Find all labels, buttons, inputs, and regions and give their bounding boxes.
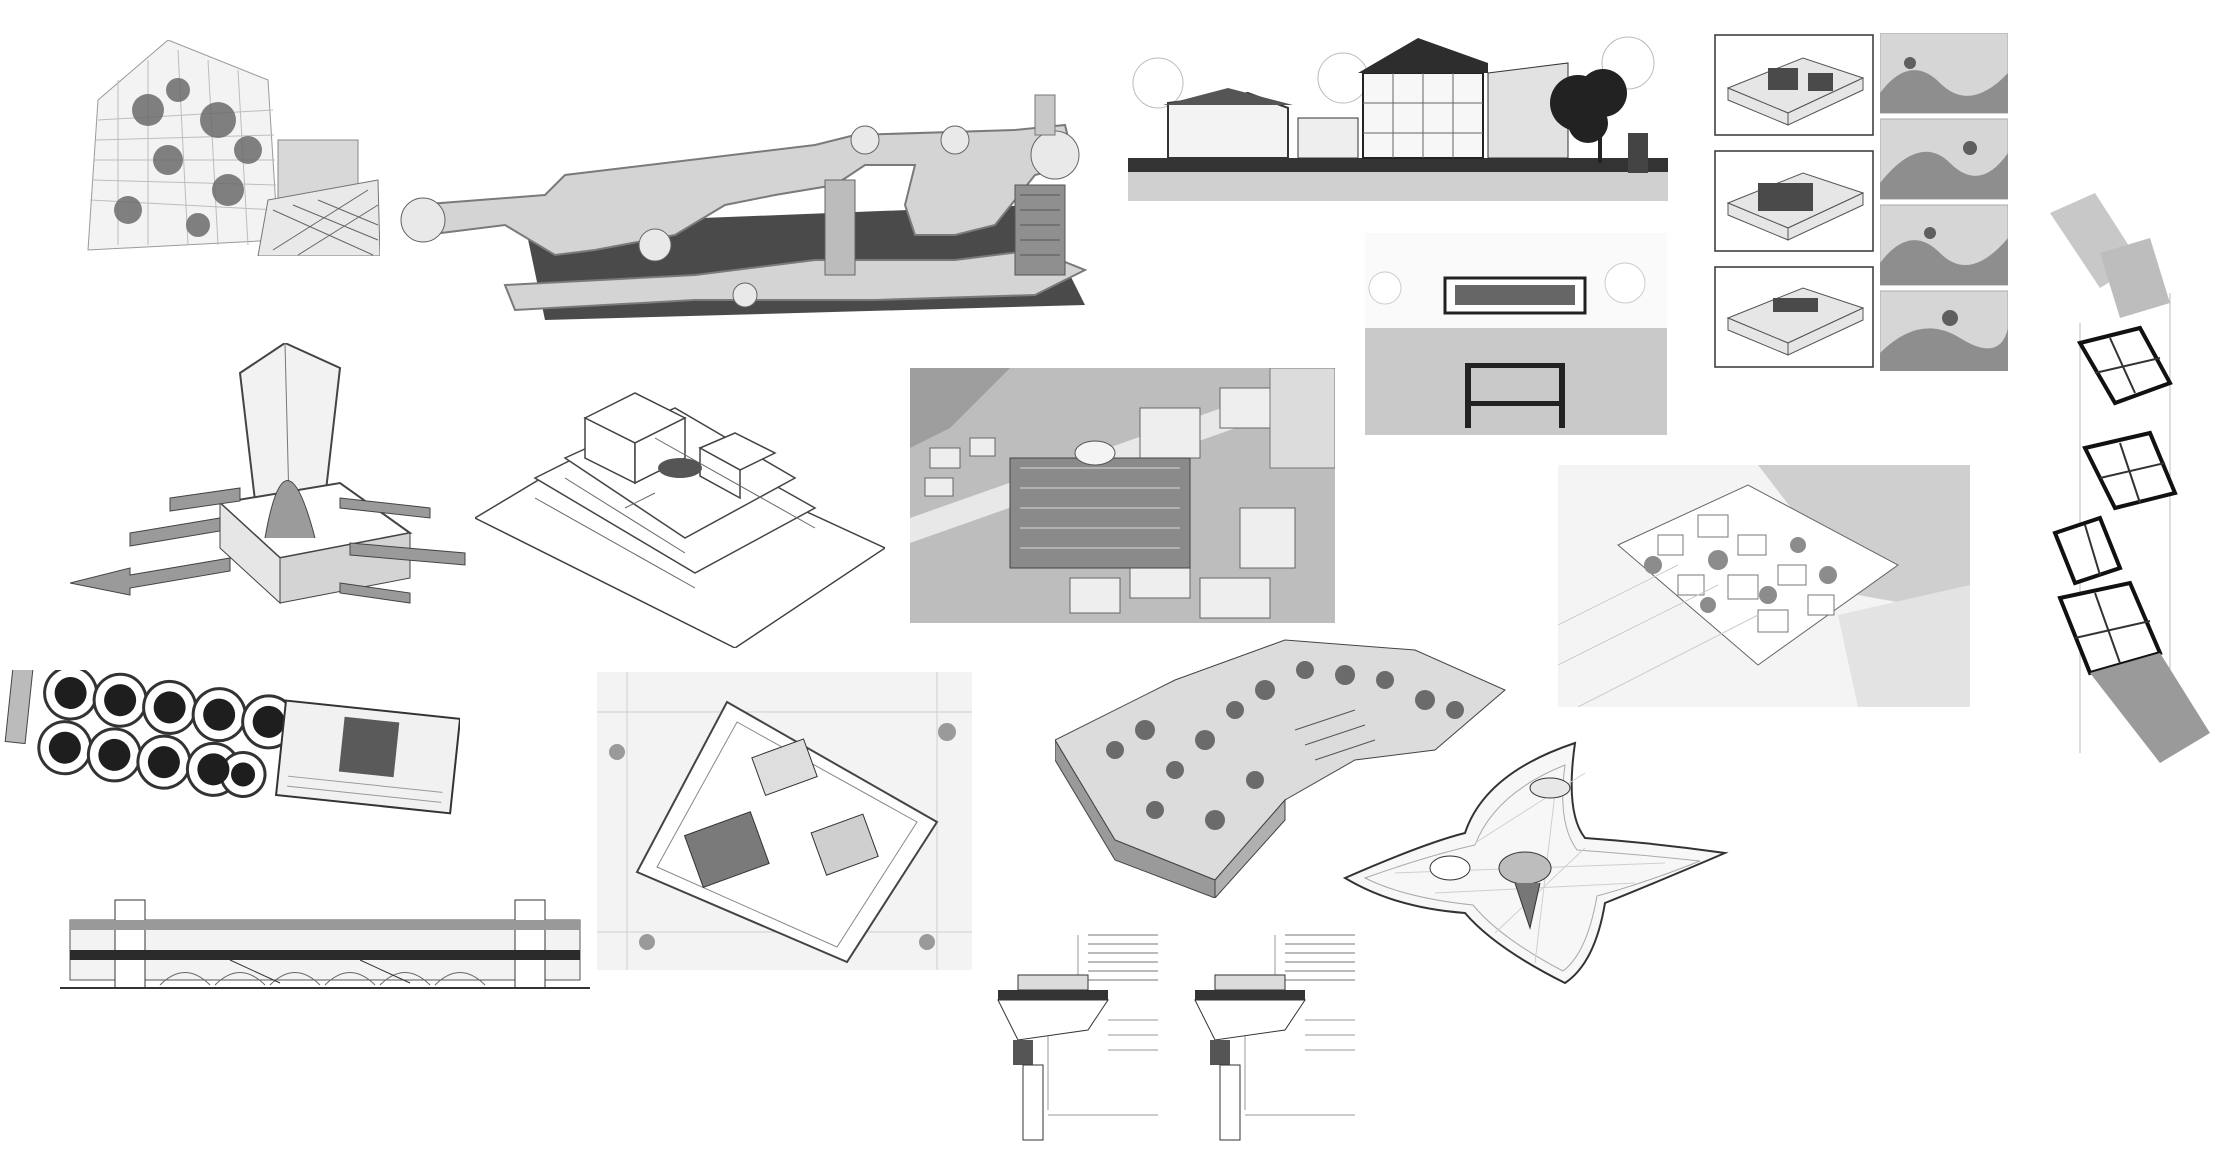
- station-elevation-drawing: [60, 895, 590, 995]
- site-axo-sequence-drawing: [1714, 34, 1874, 368]
- site-plan-axo: [597, 672, 972, 970]
- floor-detail-a: [978, 930, 1163, 1145]
- courtyard-section-drawing: [1128, 33, 1668, 201]
- terraced-landscape-axo: [1055, 630, 1510, 898]
- stepped-volume-axo: [475, 358, 885, 648]
- village-cluster-axo: [1558, 465, 1970, 707]
- urban-block-drawing: [910, 368, 1335, 623]
- site-axonometric-sequence: [1713, 33, 1875, 371]
- underground-section: [1365, 233, 1667, 435]
- courtyard-building-section: [1128, 33, 1668, 201]
- village-cluster-drawing: [1558, 465, 1970, 707]
- facade-garden-drawing: [87, 40, 380, 256]
- terraced-landscape-drawing: [1055, 639, 1506, 898]
- floor-detail-b: [1175, 930, 1360, 1145]
- stacked-units-exploded-axo: [2040, 193, 2215, 773]
- pipe-network-axonometric: [395, 85, 1100, 350]
- floor-detail-a-drawing: [997, 934, 1158, 1141]
- urban-block-render: [910, 368, 1335, 623]
- landscape-painting-panels: [1880, 33, 2008, 371]
- floor-detail-b-drawing: [1194, 934, 1355, 1141]
- tower-flow-drawing: [70, 343, 466, 605]
- stepped-volume-drawing: [475, 392, 885, 648]
- butterfly-roof-structure: [1335, 733, 1735, 988]
- painting-panels-drawing: [1880, 33, 2008, 371]
- facade-garden-render: [78, 40, 380, 256]
- site-plan-drawing: [597, 672, 972, 970]
- tower-flow-diagram: [70, 343, 470, 608]
- station-elevation: [60, 895, 590, 995]
- exploded-axo-drawing: [2050, 193, 2210, 763]
- underground-section-drawing: [1365, 233, 1667, 435]
- pipe-network-drawing: [400, 94, 1088, 320]
- circular-cells-drawing: [4, 670, 460, 815]
- butterfly-roof-drawing: [1342, 741, 1729, 985]
- circular-cells-plan: [0, 670, 460, 840]
